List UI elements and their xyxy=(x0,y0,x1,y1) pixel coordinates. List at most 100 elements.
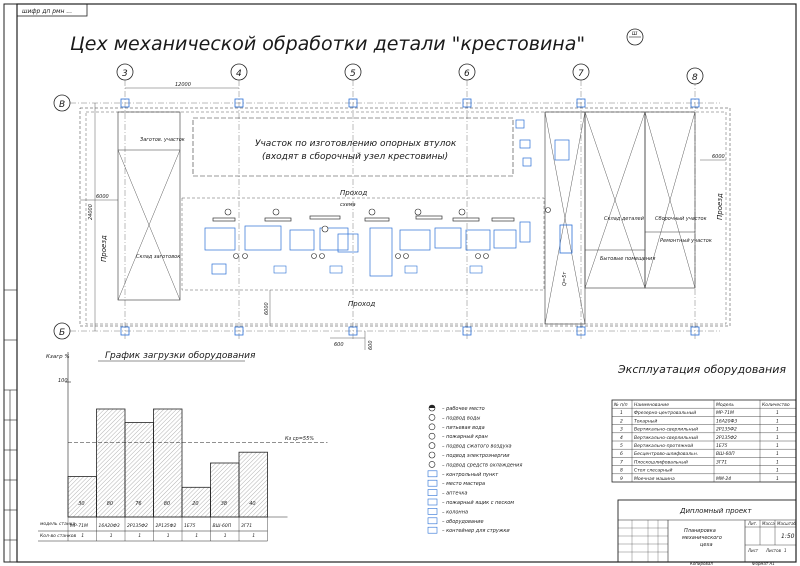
table-cell: 1 xyxy=(776,443,779,449)
legend-item: – место мастера xyxy=(427,479,485,487)
chart-rows-table xyxy=(38,517,268,542)
small-scheme-label: схема xyxy=(340,202,356,208)
chart-bar xyxy=(210,462,240,518)
dim-left-bay: 6000 xyxy=(96,194,109,200)
legend-label: – контейнер для стружки xyxy=(442,528,510,534)
legend-label: – колонна xyxy=(442,509,468,515)
legend-label: – питьевая вода xyxy=(442,425,485,431)
chart-count-label: 1 xyxy=(81,533,84,539)
table-cell: 1 xyxy=(620,410,623,416)
legend-item: – рабочее место xyxy=(428,404,485,412)
chart-row-label: Кол-во станков xyxy=(40,533,77,539)
chart-bar-label: 20 xyxy=(192,501,198,507)
legend-item: – контейнер для стружки xyxy=(427,526,510,534)
domestic-label: Бытовые помещения xyxy=(600,256,655,262)
table-cell: 2Р135Ф2 xyxy=(716,435,737,441)
dimensions xyxy=(80,87,726,350)
title-block-sheets: Листов xyxy=(765,548,782,553)
workplace-markers xyxy=(224,207,551,259)
chart-category-label: 2Р135Ф2 xyxy=(156,523,177,529)
chart-category-label: 16А20Ф3 xyxy=(99,523,120,529)
table-cell: 1 xyxy=(776,427,779,433)
legend-symbol-icon xyxy=(428,432,436,440)
table-cell: Бесцентрово-шлифовальн. xyxy=(634,451,698,457)
legend-symbol-icon xyxy=(427,479,438,487)
legend-label: – подвод электроэнергии xyxy=(442,453,510,459)
chart-bar xyxy=(96,408,126,518)
table-header: № п/п xyxy=(613,402,628,408)
table-cell: Стол слесарный xyxy=(634,468,673,474)
axis-7: 7 xyxy=(572,63,590,340)
legend-symbol-icon xyxy=(427,498,438,506)
legend-item: – аптечка xyxy=(427,489,467,497)
chart-row-label: модель станка xyxy=(40,522,75,527)
equipment-table-title: Эксплуатация оборудования xyxy=(617,363,786,376)
dim-right-bay: 6000 xyxy=(712,154,725,160)
inner-frame xyxy=(16,3,797,563)
chart-category-label: 3Г71 xyxy=(241,523,252,529)
title-block-col-mass: Масса xyxy=(762,521,775,526)
legend-label: – место мастера xyxy=(442,481,485,487)
chart-ylabel: Кзагр % xyxy=(46,354,70,360)
table-header: Количество xyxy=(762,402,790,408)
table-cell: Вертикально-протяжной xyxy=(634,443,693,449)
legend-symbol-icon xyxy=(427,517,438,525)
chart-bar-label: 30 xyxy=(78,501,84,507)
title-block-scale: 1:50 xyxy=(781,533,795,540)
bushing-section-label: Участок по изготовлению опорных втулок xyxy=(255,139,457,149)
axis-4: 4 xyxy=(230,63,248,340)
chart-ytick: 100 xyxy=(58,378,68,384)
north-mark: Ш xyxy=(632,31,638,37)
table-cell: 1 xyxy=(776,451,779,457)
legend-label: – оборудование xyxy=(442,519,484,525)
chart-count-label: 1 xyxy=(195,533,198,539)
chart-count-label: 1 xyxy=(138,533,141,539)
chart-bar xyxy=(124,422,154,518)
table-cell: 4 xyxy=(620,435,623,441)
legend-symbol-icon xyxy=(428,442,436,449)
table-cell: Вертикально-сверлильный xyxy=(634,427,698,433)
chart-bar-label: 80 xyxy=(164,501,170,507)
legend-symbol-icon xyxy=(427,508,438,515)
table-header: Модель xyxy=(716,402,734,408)
top-left-stamp-box xyxy=(16,3,88,17)
table-cell: 3 xyxy=(620,427,623,433)
table-cell: ММ-24 xyxy=(716,476,731,482)
chart-category-label: 2Р135Ф2 xyxy=(127,523,148,529)
legend-symbol-icon xyxy=(427,470,438,478)
blank-section-label: Заготов. участок xyxy=(140,137,185,143)
chart-bar xyxy=(67,476,97,518)
table-cell: 3Г71 xyxy=(716,459,727,465)
legend-item: – питьевая вода xyxy=(428,423,485,431)
aisle-left-label: Проезд xyxy=(100,235,108,262)
legend-item: – подвод средств охлаждения xyxy=(428,461,522,468)
legend-label: – подвод сжатого воздуха xyxy=(442,444,512,450)
axis-row-v: В xyxy=(59,100,65,110)
legend-label: – аптечка xyxy=(442,491,467,497)
load-chart: График загрузки оборудования Кзагр % 100… xyxy=(38,351,328,542)
page-title: Цех механической обработки детали "крест… xyxy=(70,33,585,55)
svg-text:6: 6 xyxy=(464,69,470,79)
svg-text:4: 4 xyxy=(236,69,242,79)
table-cell: 2Р135Ф2 xyxy=(716,427,737,433)
footer-copied: Копировал xyxy=(690,561,713,566)
aisle-bottom-label: Проход xyxy=(348,300,375,308)
legend-label: – пожарный ящик с песком xyxy=(442,500,514,506)
table-cell: 8 xyxy=(620,468,623,474)
title-block-project: Дипломный проект xyxy=(679,507,752,515)
legend-label: – подвод воды xyxy=(442,415,480,421)
table-cell: Моечная машина xyxy=(634,476,675,482)
title-block xyxy=(617,499,797,563)
legend-label: – контрольный пункт xyxy=(442,472,499,478)
table-cell: 1 xyxy=(776,459,779,465)
axis-row-b: Б xyxy=(59,328,65,338)
title-block-col-lit: Лит. xyxy=(747,521,757,526)
chart-category-label: 1Е75 xyxy=(184,523,196,529)
legend-symbol-icon xyxy=(427,489,438,496)
